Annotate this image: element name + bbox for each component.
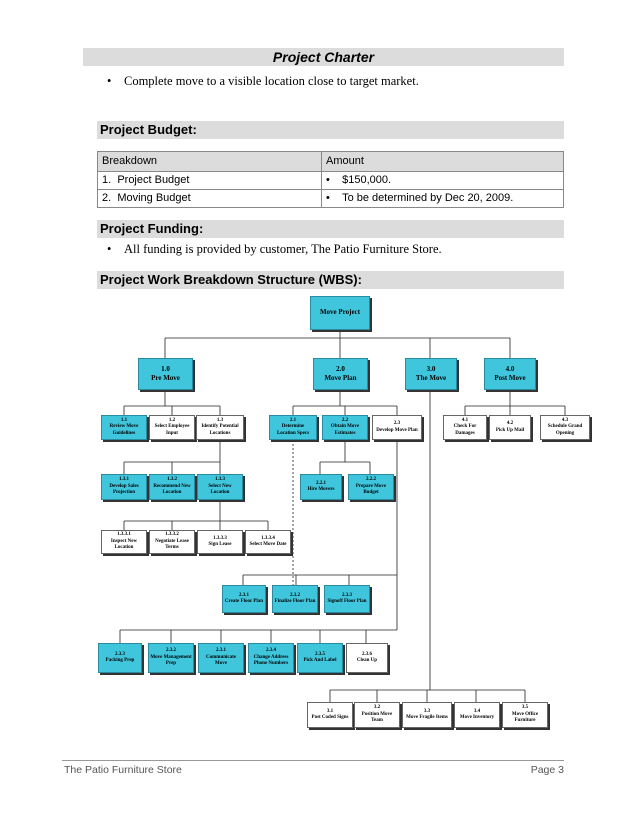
wbs-node-1-3-3: 1.3.3 Select New Location [197,474,243,500]
funding-bullet-text: All funding is provided by customer, The… [124,242,442,256]
wbs-node-3-2: 3.2 Position Move Team [354,702,400,728]
wbs-node-1-3-3-3: 1.3.3.3 Sign Lease [197,530,243,554]
wbs-node-2-3-3: 2.3.3 Signoff Floor Plan [324,585,370,613]
footer-company: The Patio Furniture Store [64,764,182,776]
wbs-node-1-0: 1.0 Pre Move [138,358,193,390]
wbs-node-communicate-move: 2.3.1 Communicate Move [198,643,244,673]
wbs-node-1-3-3-2: 1.3.3.2 Negotiate Lease Terms [149,530,195,554]
table-row: 1. Project Budget • $150,000. [97,171,564,190]
bullet-icon: • [326,192,330,204]
wbs-node-4-1: 4.1 Check For Damages [443,415,487,440]
wbs-node-2-2-1: 2.2.1 Hire Movers [300,474,342,500]
bullet-icon: • [107,242,112,256]
wbs-node-3-4: 3.4 Move Inventory [454,702,500,728]
wbs-node-2-3-2: 2.3.2 Finalize Floor Plan [272,585,318,613]
wbs-node-4-0: 4.0 Post Move [484,358,536,390]
wbs-node-2-3-6: 2.3.6 Clean Up [346,643,388,673]
row-amount: $150,000. [342,174,392,186]
row-amount: To be determined by Dec 20, 2009. [342,192,514,204]
wbs-node-1-3: 1.3 Identify Potential Locations [196,415,244,440]
wbs-node-1-1: 1.1 Review Move Guidelines [101,415,147,440]
table-row: 2. Moving Budget • To be determined by D… [97,189,564,208]
wbs-node-2-0: 2.0 Move Plan [313,358,368,390]
row-item: Moving Budget [117,192,191,204]
footer-divider [62,760,564,761]
page-title: Project Charter [83,48,564,66]
wbs-node-4-2: 4.2 Pick Up Mail [489,415,531,440]
budget-item-cell: 2. Moving Budget [97,189,322,208]
budget-amount-cell: • To be determined by Dec 20, 2009. [321,189,564,208]
bullet-icon: • [107,74,112,88]
row-number: 2. [102,192,112,204]
wbs-node-2-3-5: 2.3.5 Pick And Label [297,643,343,673]
budget-item-cell: 1. Project Budget [97,171,322,190]
charter-bullet-text: Complete move to a visible location clos… [124,74,419,88]
wbs-node-2-2-2: 2.2.2 Prepare Move Budget [348,474,394,500]
wbs-node-2-3-4: 2.3.4 Change Address Phone Numbers [248,643,294,673]
wbs-node-1-3-1: 1.3.1 Develop Sales Projection [101,474,147,500]
wbs-node-2-1: 2.1 Determine Location Specs [269,415,317,440]
wbs-node-2-2: 2.2 Obtain Move Estimates [322,415,368,440]
wbs-node-2-3: 2.3 Develop Move Plan [372,415,422,440]
wbs-node-move-management-prep: 2.3.2 Move Management Prep [148,643,194,673]
wbs-node-packing-prep: 2.3.3 Packing Prep [98,643,142,673]
wbs-node-1-2: 1.2 Select Employee Input [149,415,195,440]
wbs-heading: Project Work Breakdown Structure (WBS): [97,271,564,289]
wbs-node-move-project: Move Project [310,296,370,330]
wbs-node-3-5: 3.5 Move Office Furniture [502,702,548,728]
wbs-node-4-3: 4.3 Schedule Grand Opening [540,415,590,440]
footer-page-number: Page 3 [530,764,564,776]
wbs-node-2-3-1: 2.3.1 Create Floor Plan [222,585,266,613]
wbs-node-3-1: 3.1 Post Coded Signs [307,702,353,728]
row-number: 1. [102,174,112,186]
wbs-node-1-3-2: 1.3.2 Recommend New Location [149,474,195,500]
bullet-icon: • [326,174,330,186]
budget-table: Breakdown Amount 1. Project Budget • $15… [97,151,564,208]
budget-heading: Project Budget: [97,121,564,139]
wbs-node-3-0: 3.0 The Move [405,358,457,390]
wbs-node-1-3-3-4: 1.3.3.4 Select Move Date [245,530,291,554]
wbs-node-1-3-3-1: 1.3.3.1 Inspect New Location [101,530,147,554]
funding-heading: Project Funding: [97,220,564,238]
wbs-node-3-3: 3.3 Move Fragile Items [402,702,452,728]
row-item: Project Budget [117,174,190,186]
